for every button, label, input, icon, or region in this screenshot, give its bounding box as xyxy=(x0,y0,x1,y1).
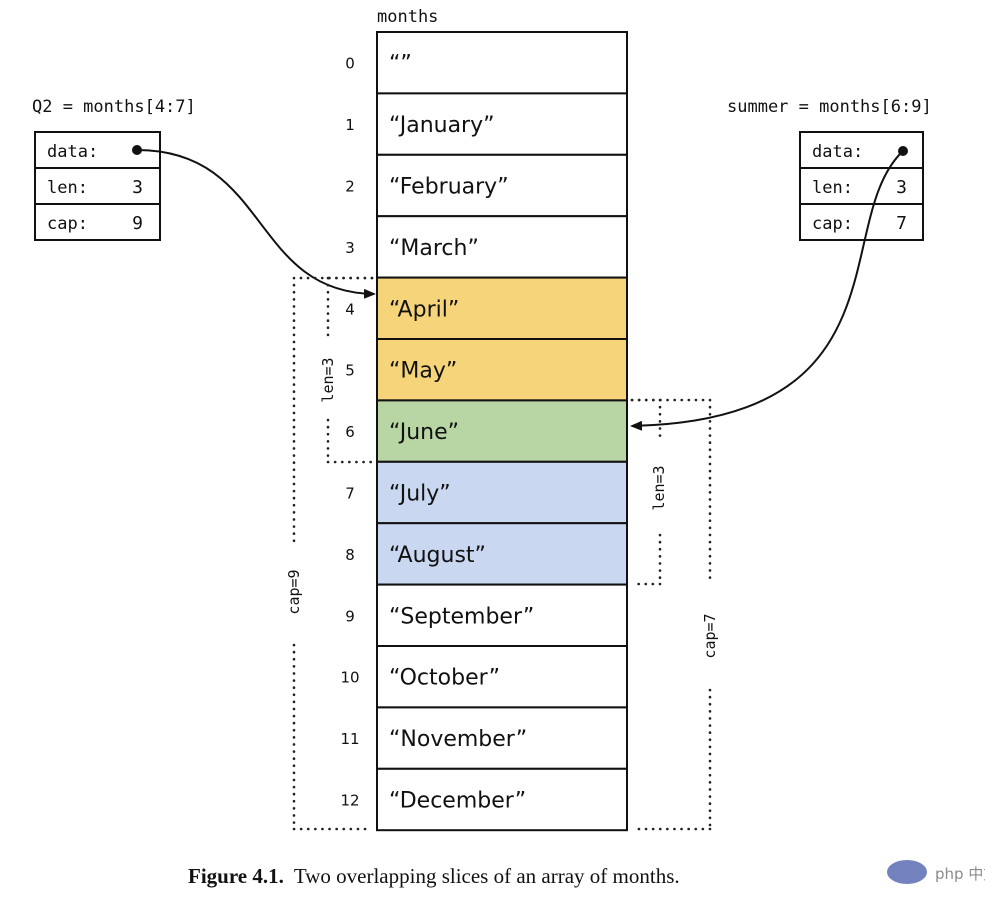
summer-len-bracket: len=3 xyxy=(630,398,668,586)
array-index: 10 xyxy=(340,669,359,687)
watermark-text: php 中文网 xyxy=(935,865,985,883)
array-cell xyxy=(376,276,628,341)
array-value: “January” xyxy=(389,113,495,138)
array-index: 7 xyxy=(345,485,355,503)
array-value: “October” xyxy=(389,666,500,691)
array-value: “December” xyxy=(389,789,526,814)
months-array: 0 “” 1 “January” 2 “February” 3 “March” 4 “April”… xyxy=(340,31,628,832)
caption-label: Figure 4.1. xyxy=(188,864,284,888)
caption-text: Two overlapping slices of an array of mo… xyxy=(294,864,680,888)
q2-data-label: data: xyxy=(47,142,98,162)
array-cell xyxy=(376,522,628,586)
summer-cap-annotation: cap=7 xyxy=(701,613,719,658)
array-value: “May” xyxy=(389,359,457,384)
summer-len-value: 3 xyxy=(896,177,907,198)
array-cell xyxy=(376,215,628,279)
array-index: 12 xyxy=(340,792,359,810)
array-value: “March” xyxy=(389,236,479,261)
q2-len-bracket: len=3 xyxy=(319,276,374,464)
array-cell xyxy=(376,92,628,156)
array-cell xyxy=(376,767,628,832)
array-index: 3 xyxy=(345,239,355,257)
q2-cap-annotation: cap=9 xyxy=(285,569,303,614)
q2-cap-label: cap: xyxy=(47,214,88,234)
summer-title: summer = months[6:9] xyxy=(727,97,932,117)
summer-box xyxy=(799,131,924,241)
q2-data-arrow xyxy=(136,149,376,299)
q2-cap-value: 9 xyxy=(132,213,143,234)
summer-data-arrow xyxy=(630,150,904,431)
q2-title: Q2 = months[4:7] xyxy=(32,97,196,117)
array-cell xyxy=(376,399,628,463)
array-value: “September” xyxy=(389,604,534,629)
summer-len-annotation: len=3 xyxy=(650,465,668,510)
summer-slice-header: summer = months[6:9] data: len: 3 cap: 7 xyxy=(727,97,932,241)
array-index: 6 xyxy=(345,423,355,441)
array-index: 2 xyxy=(345,178,355,196)
array-value: “February” xyxy=(389,175,509,200)
array-value: “April” xyxy=(389,297,459,322)
q2-len-annotation: len=3 xyxy=(319,357,337,402)
array-value: “” xyxy=(389,52,412,77)
array-index: 0 xyxy=(345,55,355,73)
summer-len-label: len: xyxy=(812,178,853,198)
array-name: months xyxy=(377,7,438,27)
q2-slice-header: Q2 = months[4:7] data: len: 3 cap: 9 xyxy=(32,97,196,241)
array-cell xyxy=(376,706,628,770)
array-index: 11 xyxy=(340,730,359,748)
array-index: 1 xyxy=(345,116,355,134)
summer-cap-label: cap: xyxy=(812,214,853,234)
array-index: 5 xyxy=(345,362,355,380)
array-cell xyxy=(376,31,628,95)
array-cell xyxy=(376,153,628,218)
summer-cap-bracket: cap=7 xyxy=(630,398,719,831)
array-index: 9 xyxy=(345,607,355,625)
array-index: 8 xyxy=(345,546,355,564)
array-index: 4 xyxy=(345,300,355,318)
array-value: “June” xyxy=(389,420,459,445)
array-value: “July” xyxy=(389,482,451,507)
array-value: “November” xyxy=(389,727,527,752)
watermark: php 中文网 xyxy=(887,860,985,884)
array-cell xyxy=(376,645,628,709)
array-value: “August” xyxy=(389,543,486,568)
summer-cap-value: 7 xyxy=(896,213,907,234)
q2-len-value: 3 xyxy=(132,177,143,198)
q2-len-label: len: xyxy=(47,178,88,198)
figure-caption: Figure 4.1. Two overlapping slices of an … xyxy=(188,864,680,888)
summer-data-label: data: xyxy=(812,142,863,162)
